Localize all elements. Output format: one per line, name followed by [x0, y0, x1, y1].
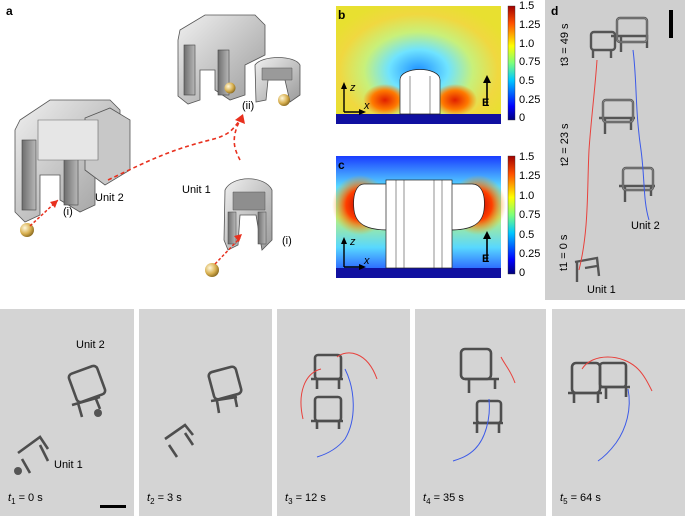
frame-1-time: t1 = 0 s — [8, 492, 43, 507]
axis-z-b: z — [350, 82, 356, 94]
label-i-right: (i) — [282, 235, 292, 247]
unit1-label: Unit 1 — [182, 184, 211, 196]
panel-e-frame-4: t4 = 35 s — [415, 309, 546, 516]
panel-c-letter: c — [338, 158, 345, 172]
scale-bar-e — [100, 505, 126, 508]
colorbar-tick: 0 — [519, 267, 526, 279]
field-label-c: E — [482, 253, 490, 265]
axis-x-b: x — [364, 100, 370, 112]
unit2-label-d: Unit 2 — [631, 220, 660, 232]
panel-d: d t3 = 49 s t2 = 23 s t1 = 0 s Unit 2 U — [545, 0, 685, 300]
label-ii: (ii) — [242, 100, 255, 112]
field-label-b: E — [482, 97, 490, 109]
colorbar-tick: 0.5 — [519, 75, 535, 87]
frame-4-time: t4 = 35 s — [423, 492, 464, 507]
colorbar-tick: 0.25 — [519, 248, 540, 260]
colorbar-tick: 0.25 — [519, 94, 540, 106]
panel-a-illustration — [14, 14, 301, 277]
panel-b: b — [330, 0, 540, 135]
panel-a-letter: a — [6, 4, 13, 18]
colorbar-tick: 1.25 — [519, 19, 540, 31]
micrograph-d — [574, 16, 655, 282]
trajectory-unit1 — [578, 59, 598, 271]
panel-c: c — [330, 150, 540, 285]
t1-label: t1 = 0 s — [558, 234, 570, 271]
t2-label: t2 = 23 s — [559, 123, 571, 166]
unit2-label: Unit 2 — [95, 192, 124, 204]
unit1-label-e: Unit 1 — [54, 459, 83, 471]
colorbar-tick: 1.5 — [519, 151, 535, 163]
colorbar-tick: 0.75 — [519, 56, 540, 68]
colorbar-tick: 1.25 — [519, 170, 540, 182]
panel-e-frame-5: t5 = 64 s — [552, 309, 685, 516]
assembly-path — [107, 119, 241, 181]
panel-a: a — [0, 0, 330, 290]
colorbar-tick: 1.0 — [519, 190, 535, 202]
colorbar-tick: 0.75 — [519, 209, 540, 221]
panel-e-frame-3: t3 = 12 s — [277, 309, 410, 516]
axis-x-c: x — [364, 255, 370, 267]
unit1-label-d: Unit 1 — [587, 284, 616, 296]
colorbar-tick: 1.5 — [519, 0, 535, 12]
field-map-c — [332, 155, 516, 278]
panel-d-letter: d — [551, 4, 559, 18]
unit2-model — [14, 99, 131, 223]
field-map-b — [336, 5, 516, 124]
panel-e-frame-1: Unit 2 Unit 1 t1 = 0 s — [0, 309, 134, 516]
frame-2-time: t2 = 3 s — [147, 492, 182, 507]
t3-label: t3 = 49 s — [559, 23, 571, 66]
colorbar-tick: 0.5 — [519, 229, 535, 241]
frame-5-time: t5 = 64 s — [560, 492, 601, 507]
unit1-model — [223, 178, 273, 251]
unit2-label-e: Unit 2 — [76, 339, 105, 351]
axis-z-c: z — [350, 236, 356, 248]
frame-3-time: t3 = 12 s — [285, 492, 326, 507]
trajectory-unit2 — [632, 49, 650, 221]
colorbar-tick: 1.0 — [519, 38, 535, 50]
panel-b-letter: b — [338, 8, 346, 22]
assembled-model — [177, 14, 301, 105]
colorbar-tick: 0 — [519, 112, 526, 124]
panel-e-frame-2: t2 = 3 s — [139, 309, 272, 516]
label-i-left: (i) — [63, 206, 73, 218]
scale-bar — [669, 10, 673, 38]
